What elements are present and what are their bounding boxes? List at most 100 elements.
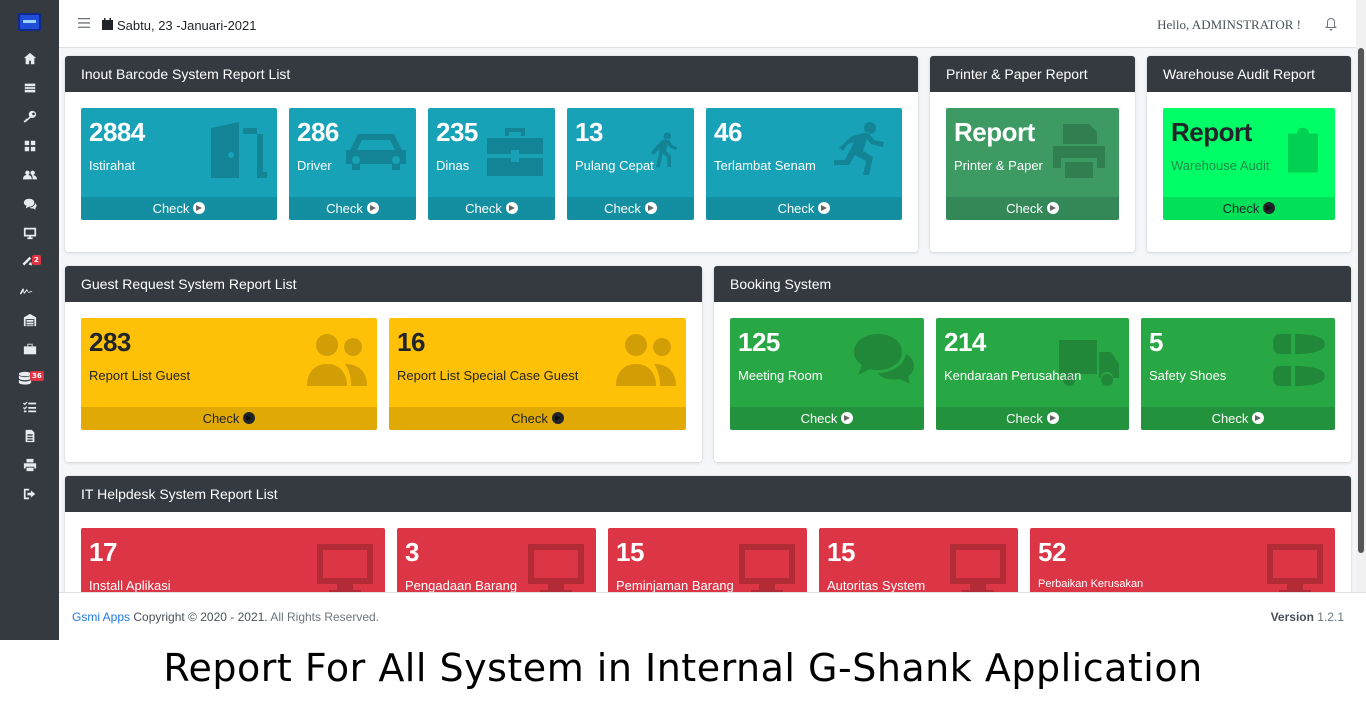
- sidebar-item-monitor[interactable]: [0, 218, 59, 247]
- app-logo[interactable]: [18, 13, 41, 31]
- sidebar-item-key[interactable]: [0, 102, 59, 131]
- arrow-circle-icon: [193, 202, 206, 214]
- box-special-case-guest: 16 Report List Special Case Guest Check: [389, 318, 686, 430]
- printer-icon: [1047, 120, 1111, 180]
- arrow-circle-icon: [818, 202, 831, 214]
- comments-icon: [852, 330, 916, 390]
- sidebar-item-print[interactable]: [0, 450, 59, 479]
- arrow-circle-icon: [551, 412, 564, 424]
- sidebar-item-users[interactable]: [0, 160, 59, 189]
- footer-version: Version 1.2.1: [1271, 610, 1344, 624]
- grid-icon: [24, 140, 35, 151]
- footer-copyright-text: Copyright © 2020 - 2021.: [133, 610, 268, 624]
- sidebar-item-chat[interactable]: [0, 189, 59, 218]
- version-number: 1.2.1: [1317, 610, 1344, 624]
- monitor-icon: [23, 227, 36, 239]
- arrow-circle-icon: [1252, 412, 1265, 424]
- check-link[interactable]: Check: [706, 197, 902, 220]
- check-link[interactable]: Check: [81, 407, 377, 430]
- box-value: 17: [89, 537, 117, 567]
- sidebar-item-list[interactable]: [0, 73, 59, 102]
- key-icon: [23, 110, 36, 122]
- warehouse-panel-title: Warehouse Audit Report: [1147, 56, 1351, 92]
- tools-icon: [20, 256, 32, 265]
- warehouse-icon: [23, 313, 36, 326]
- check-link[interactable]: Check: [428, 197, 555, 220]
- sidebar-item-signature[interactable]: [0, 276, 59, 305]
- sidebar-item-briefcase[interactable]: [0, 334, 59, 363]
- box-value: 283: [89, 327, 131, 357]
- box-value: 214: [944, 327, 986, 357]
- box-label: Pulang Cepat: [575, 158, 654, 173]
- box-label: Install Aplikasi: [89, 578, 171, 593]
- monitor-icon: [946, 540, 1010, 600]
- users-icon: [614, 330, 678, 390]
- image-caption: Report For All System in Internal G-Shan…: [163, 646, 1203, 690]
- box-value: 46: [714, 117, 742, 147]
- check-link[interactable]: Check: [289, 197, 416, 220]
- check-link[interactable]: Check: [567, 197, 694, 220]
- box-value: 235: [436, 117, 478, 147]
- sidebar-item-tasks[interactable]: [0, 392, 59, 421]
- box-value: 5: [1149, 327, 1163, 357]
- user-greeting[interactable]: Hello, ADMINSTRATOR !: [1157, 17, 1301, 32]
- sidebar-item-logout[interactable]: [0, 479, 59, 508]
- check-link[interactable]: Check: [389, 407, 686, 430]
- box-value: 16: [397, 327, 425, 357]
- box-label: Dinas: [436, 158, 470, 173]
- menu-toggle-icon[interactable]: [78, 17, 90, 29]
- tasks-icon: [22, 401, 36, 412]
- check-link[interactable]: Check: [1163, 197, 1335, 220]
- box-label: Terlambat Senam: [714, 158, 816, 173]
- check-link[interactable]: Check: [946, 197, 1119, 220]
- monitor-icon: [735, 540, 799, 600]
- sidebar-item-database[interactable]: 36: [0, 363, 59, 392]
- arrow-circle-icon: [644, 202, 657, 214]
- briefcase-icon: [23, 343, 36, 354]
- arrow-circle-icon: [505, 202, 518, 214]
- footer-brand-link[interactable]: Gsmi Apps: [72, 610, 131, 624]
- database-icon: [18, 371, 31, 385]
- guest-panel: Guest Request System Report List 283 Rep…: [65, 266, 702, 462]
- box-label: Meeting Room: [738, 368, 823, 383]
- check-link[interactable]: Check: [730, 407, 924, 430]
- sidebar: 2 36: [0, 0, 59, 640]
- box-dinas: 235 Dinas Check: [428, 108, 555, 220]
- check-link[interactable]: Check: [1141, 407, 1335, 430]
- box-kendaraan-perusahaan: 214 Kendaraan Perusahaan Check: [936, 318, 1129, 430]
- box-label: Warehouse Audit: [1171, 158, 1270, 173]
- box-value: 2884: [89, 117, 145, 147]
- tools-badge: 2: [32, 255, 41, 265]
- box-value: 286: [297, 117, 339, 147]
- bell-icon[interactable]: [1324, 17, 1338, 31]
- door-icon: [205, 120, 269, 180]
- booking-panel-title: Booking System: [714, 266, 1351, 302]
- sidebar-item-tools[interactable]: 2: [0, 247, 59, 276]
- arrow-circle-icon: [1046, 202, 1059, 214]
- check-link[interactable]: Check: [936, 407, 1129, 430]
- sidebar-item-home[interactable]: [0, 44, 59, 73]
- page-scrollbar[interactable]: [1356, 0, 1366, 592]
- check-link[interactable]: Check: [81, 197, 277, 220]
- current-date: Sabtu, 23 -Januari-2021: [117, 18, 257, 33]
- sidebar-item-warehouse[interactable]: [0, 305, 59, 334]
- sidebar-item-file[interactable]: [0, 421, 59, 450]
- scrollbar-thumb[interactable]: [1358, 48, 1364, 553]
- box-label: Perbaikan Kerusakan: [1038, 578, 1144, 590]
- signature-icon: [19, 287, 32, 294]
- truck-icon: [1057, 330, 1121, 390]
- footer-copyright: Gsmi Apps Copyright © 2020 - 2021. All R…: [72, 610, 379, 624]
- monitor-icon: [524, 540, 588, 600]
- inout-panel: Inout Barcode System Report List 2884 Is…: [65, 56, 918, 252]
- footer: Gsmi Apps Copyright © 2020 - 2021. All R…: [59, 592, 1366, 640]
- box-label: Report List Special Case Guest: [397, 368, 579, 383]
- sidebar-item-grid[interactable]: [0, 131, 59, 160]
- users-icon: [22, 170, 37, 179]
- booking-panel: Booking System 125 Meeting Room Check 21…: [714, 266, 1351, 462]
- box-terlambat-senam: 46 Terlambat Senam Check: [706, 108, 902, 220]
- box-label: Autoritas System: [827, 578, 926, 593]
- box-printer-report: Report Printer & Paper Check: [946, 108, 1119, 220]
- database-badge: 36: [30, 371, 44, 381]
- warehouse-panel: Warehouse Audit Report Report Warehouse …: [1147, 56, 1351, 252]
- clipboard-icon: [1279, 120, 1327, 180]
